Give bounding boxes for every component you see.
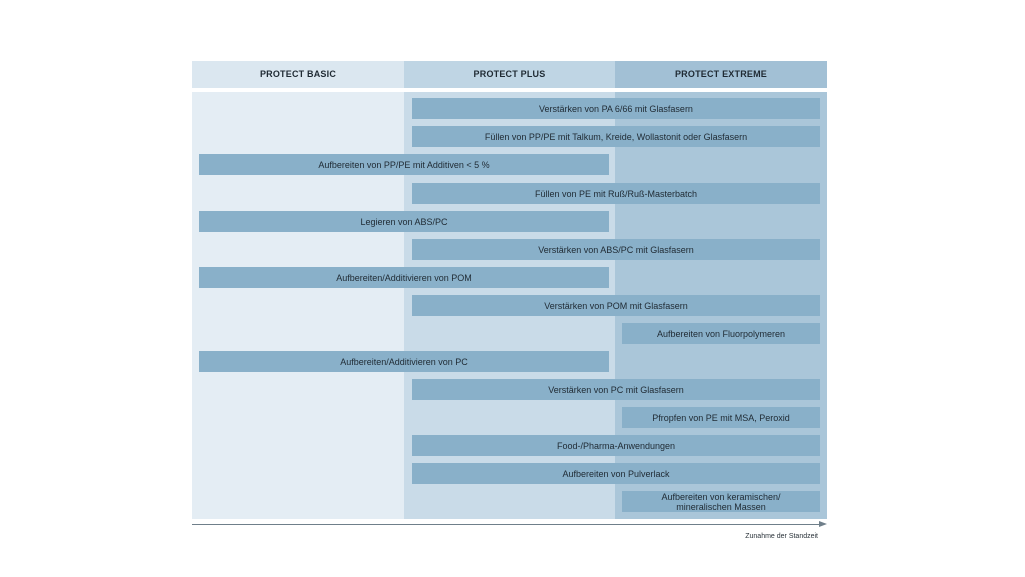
application-bar: Aufbereiten/Additivieren von POM [199,267,609,288]
application-bar: Aufbereiten/Additivieren von PC [199,351,609,372]
column-header-extreme: PROTECT EXTREME [615,61,827,88]
axis-label: Zunahme der Standzeit [745,533,818,540]
application-bar: Aufbereiten von Pulverlack [412,463,820,484]
arrow-right-icon [819,521,827,527]
application-bar: Food-/Pharma-Anwendungen [412,435,820,456]
application-bar: Pfropfen von PE mit MSA, Peroxid [622,407,820,428]
application-bar: Füllen von PP/PE mit Talkum, Kreide, Wol… [412,126,820,147]
application-bar: Aufbereiten von PP/PE mit Additiven < 5 … [199,154,609,175]
application-bar: Aufbereiten von keramischen/ mineralisch… [622,491,820,512]
column-basic-background [192,61,404,519]
application-bar: Verstärken von ABS/PC mit Glasfasern [412,239,820,260]
column-header-basic: PROTECT BASIC [192,61,404,88]
column-header-plus: PROTECT PLUS [404,61,615,88]
application-bar: Verstärken von PC mit Glasfasern [412,379,820,400]
axis-line [192,524,820,525]
header-divider [192,88,827,92]
application-bar: Aufbereiten von Fluorpolymeren [622,323,820,344]
application-bar: Verstärken von POM mit Glasfasern [412,295,820,316]
application-bar: Verstärken von PA 6/66 mit Glasfasern [412,98,820,119]
application-bar: Legieren von ABS/PC [199,211,609,232]
application-bar: Füllen von PE mit Ruß/Ruß-Masterbatch [412,183,820,204]
